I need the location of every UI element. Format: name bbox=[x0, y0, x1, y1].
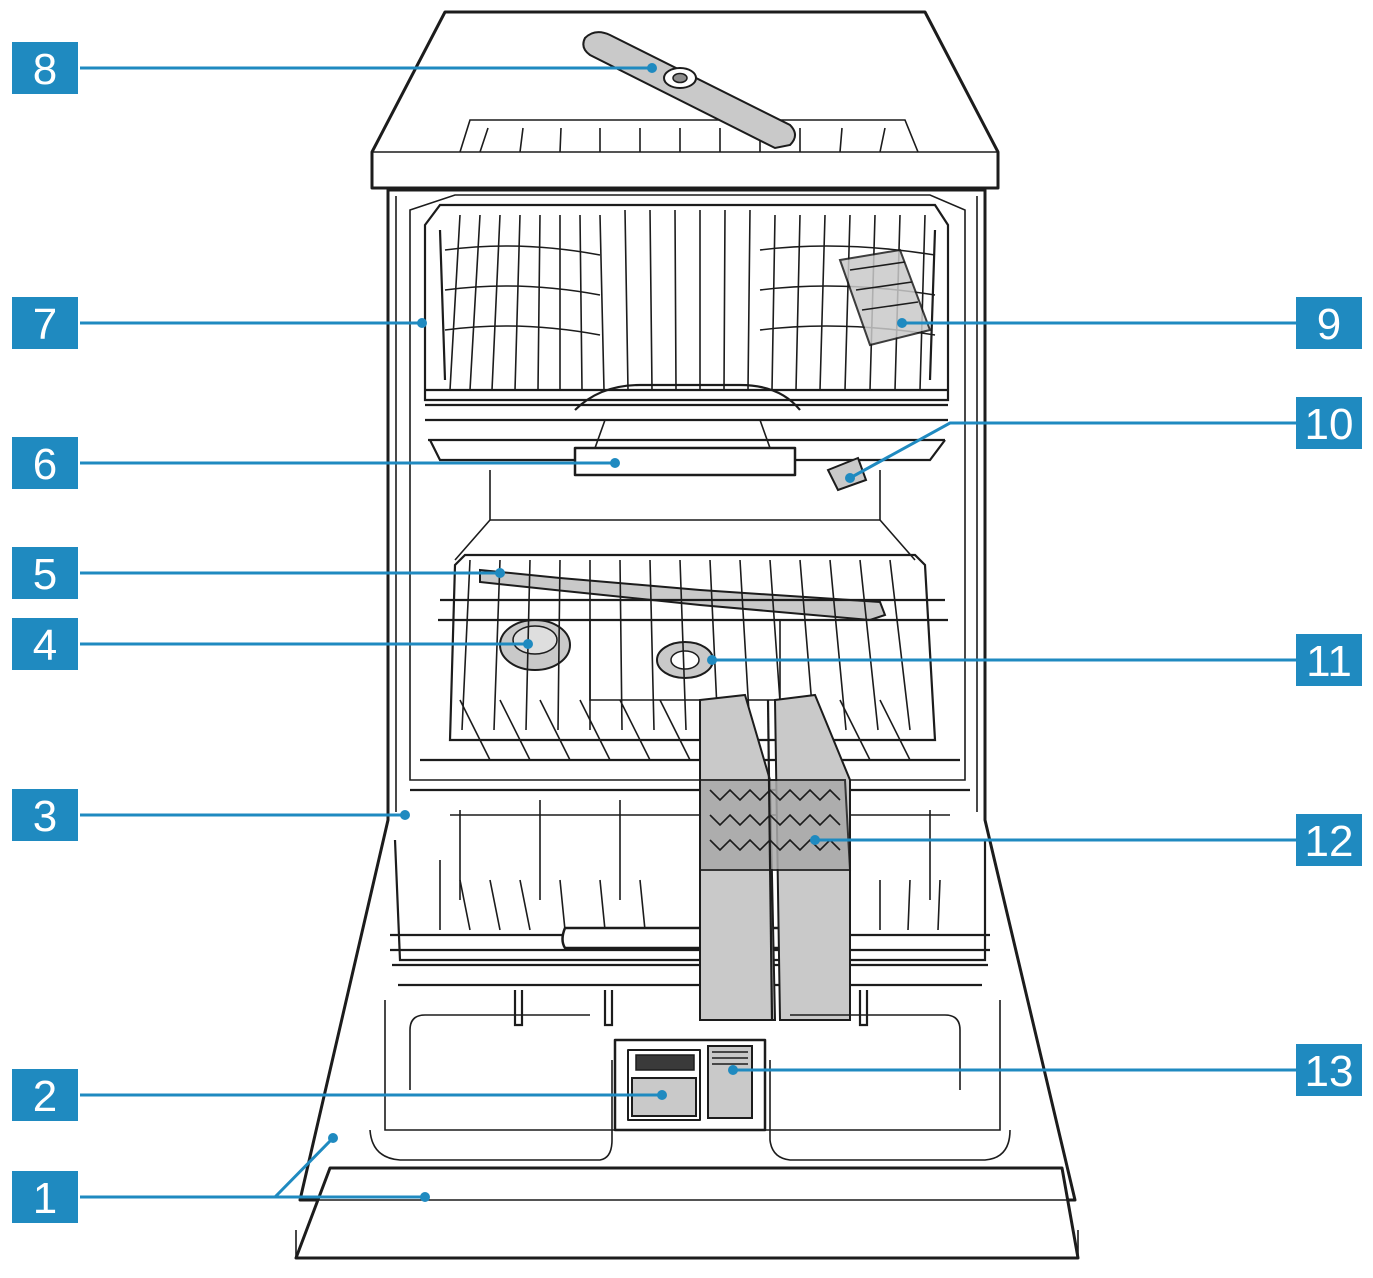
callout-10-label: 10 bbox=[1305, 400, 1354, 449]
door bbox=[296, 1168, 1078, 1258]
callout-1-label: 1 bbox=[33, 1174, 57, 1223]
callout-5: 5 bbox=[12, 547, 78, 599]
callout-9-label: 9 bbox=[1317, 300, 1341, 349]
callout-5-label: 5 bbox=[33, 550, 57, 599]
callout-10: 10 bbox=[1296, 397, 1362, 449]
callout-7-label: 7 bbox=[33, 300, 57, 349]
callout-9: 9 bbox=[1296, 297, 1362, 349]
callout-2-label: 2 bbox=[33, 1072, 57, 1121]
callout-4-label: 4 bbox=[33, 621, 57, 670]
callout-13-label: 13 bbox=[1305, 1047, 1354, 1096]
callout-12-label: 12 bbox=[1305, 817, 1354, 866]
callout-11-label: 11 bbox=[1306, 637, 1352, 686]
callout-4: 4 bbox=[12, 618, 78, 670]
callout-3-label: 3 bbox=[33, 792, 57, 841]
callout-8: 8 bbox=[12, 42, 78, 94]
callout-2: 2 bbox=[12, 1069, 78, 1121]
callout-11: 11 bbox=[1296, 634, 1362, 686]
callout-6: 6 bbox=[12, 437, 78, 489]
callout-6-label: 6 bbox=[33, 440, 57, 489]
callout-13: 13 bbox=[1296, 1044, 1362, 1096]
callout-12: 12 bbox=[1296, 814, 1362, 866]
callout-8-label: 8 bbox=[33, 45, 57, 94]
callout-7: 7 bbox=[12, 297, 78, 349]
callout-1: 1 bbox=[12, 1171, 78, 1223]
leader-1a bbox=[80, 1138, 333, 1197]
detergent-dispenser bbox=[615, 1040, 765, 1130]
callout-3: 3 bbox=[12, 789, 78, 841]
